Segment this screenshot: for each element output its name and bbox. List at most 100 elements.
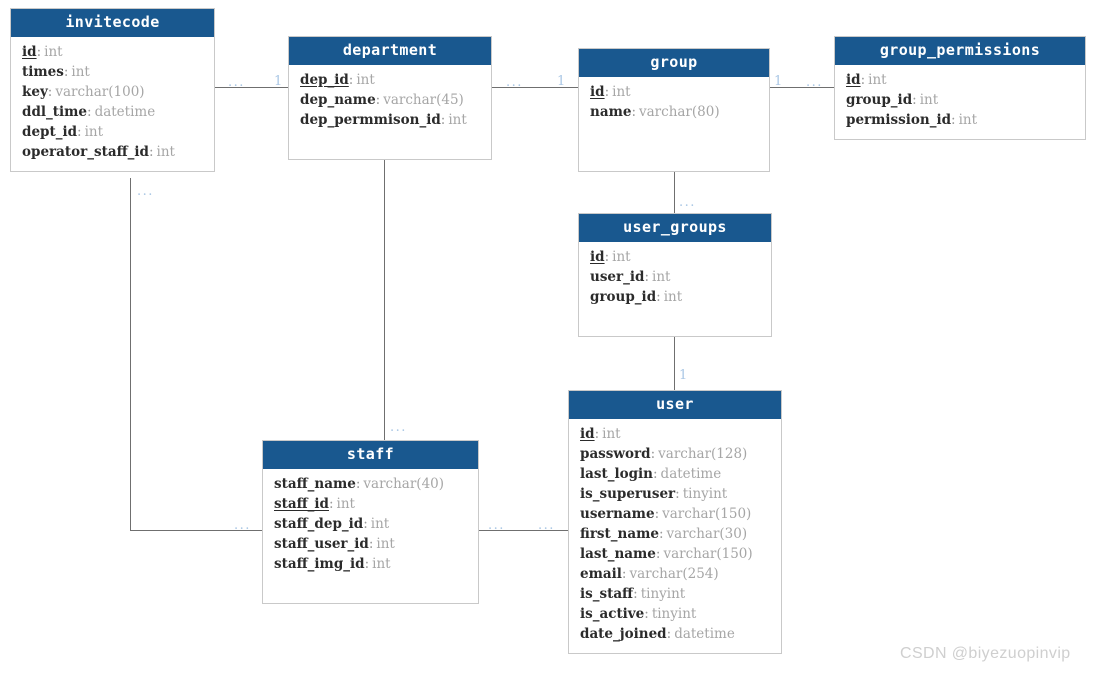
field-type: tinyint	[682, 485, 728, 502]
field-row: user_id:int	[579, 267, 771, 287]
connector-user-groups-user	[674, 313, 676, 391]
field-spacer	[579, 122, 769, 142]
field-colon: :	[675, 485, 680, 502]
field-name: times	[22, 63, 64, 80]
field-colon: :	[77, 123, 82, 140]
field-type: varchar(100)	[55, 83, 145, 100]
connector-group-user-groups	[674, 136, 676, 218]
field-name: username	[580, 505, 655, 522]
field-type: datetime	[674, 625, 735, 642]
field-colon: :	[364, 555, 370, 572]
field-colon: :	[594, 425, 600, 442]
field-name: key	[22, 83, 48, 100]
field-row: password:varchar(128)	[569, 444, 781, 464]
field-row: times:int	[11, 62, 214, 82]
field-colon: :	[652, 465, 658, 482]
cardinality-group-usergroups-many: ...	[679, 195, 696, 210]
entity-staff[interactable]: staff staff_name:varchar(40) staff_id:in…	[262, 440, 479, 604]
field-name: is_staff	[580, 585, 634, 602]
field-type: tinyint	[651, 605, 697, 622]
entity-department[interactable]: department dep_id:int dep_name:varchar(4…	[288, 36, 492, 160]
field-type: int	[612, 248, 631, 265]
field-colon: :	[375, 91, 381, 108]
field-colon: :	[644, 605, 649, 622]
field-row: last_login:datetime	[569, 464, 781, 484]
field-colon: :	[148, 143, 154, 160]
field-type: int	[370, 515, 390, 532]
field-type: datetime	[94, 103, 156, 120]
field-type: varchar(150)	[663, 545, 753, 562]
field-name: date_joined	[580, 625, 667, 642]
entity-title-department: department	[289, 37, 491, 65]
cardinality-department-group-many: ...	[506, 75, 523, 90]
connector-department-staff	[384, 136, 386, 440]
entity-title-user: user	[569, 391, 781, 419]
field-name: staff_img_id	[274, 555, 365, 572]
field-type: datetime	[660, 465, 722, 482]
watermark: CSDN @biyezuopinvip	[900, 645, 1071, 662]
connector-group-group-permissions	[768, 87, 834, 89]
field-row: id:int	[579, 247, 771, 267]
entity-group[interactable]: group id:int name:varchar(80)	[578, 48, 770, 172]
connector-staff-user	[478, 530, 570, 532]
field-spacer	[289, 130, 491, 150]
cardinality-invitecode-department-one: 1	[274, 74, 284, 89]
field-type: int	[448, 111, 467, 128]
field-row: operator_staff_id:int	[11, 142, 214, 162]
field-row: permission_id:int	[835, 110, 1085, 130]
field-name: id	[846, 71, 861, 88]
entity-user[interactable]: user id:int password:varchar(128) last_l…	[568, 390, 782, 654]
field-colon: :	[644, 268, 649, 285]
field-name: dep_id	[300, 71, 349, 88]
field-name: staff_id	[274, 495, 329, 512]
field-name: group_id	[846, 91, 913, 108]
field-name: id	[590, 248, 605, 265]
field-name: dep_permmison_id	[300, 111, 441, 128]
field-type: int	[372, 555, 391, 572]
field-name: id	[22, 43, 37, 60]
entity-invitecode[interactable]: invitecode id:int times:int key:varchar(…	[10, 8, 215, 172]
field-row: date_joined:datetime	[569, 624, 781, 644]
entity-user-groups[interactable]: user_groups id:int user_id:int group_id:…	[578, 213, 772, 337]
field-colon: :	[656, 288, 661, 305]
field-name: operator_staff_id	[22, 143, 149, 160]
entity-fields-user-groups: id:int user_id:int group_id:int	[579, 242, 771, 336]
field-row: group_id:int	[835, 90, 1085, 110]
field-type: varchar(45)	[383, 91, 464, 108]
cardinality-group-grouppermissions-one: 1	[774, 74, 784, 89]
field-name: staff_name	[274, 475, 356, 492]
field-name: staff_dep_id	[274, 515, 364, 532]
field-row: id:int	[11, 42, 214, 62]
cardinality-group-grouppermissions-many: ...	[806, 75, 823, 90]
field-type: varchar(128)	[658, 445, 748, 462]
entity-group-permissions[interactable]: group_permissions id:int group_id:int pe…	[834, 36, 1086, 140]
connector-invitecode-staff-horizontal	[130, 530, 264, 532]
field-type: int	[156, 143, 175, 160]
field-name: dept_id	[22, 123, 78, 140]
field-colon: :	[655, 545, 661, 562]
field-spacer	[263, 574, 478, 594]
field-name: is_active	[580, 605, 645, 622]
field-name: is_superuser	[580, 485, 676, 502]
field-type: int	[868, 71, 887, 88]
field-type: int	[356, 71, 375, 88]
field-row: staff_user_id:int	[263, 534, 478, 554]
field-row: staff_dep_id:int	[263, 514, 478, 534]
field-colon: :	[951, 111, 956, 128]
cardinality-department-group-one: 1	[557, 74, 567, 89]
field-type: int	[919, 91, 939, 108]
field-type: int	[663, 288, 683, 305]
field-colon: :	[631, 103, 636, 120]
field-row: id:int	[569, 424, 781, 444]
field-row: staff_name:varchar(40)	[263, 474, 478, 494]
field-name: last_login	[580, 465, 653, 482]
field-colon: :	[604, 248, 610, 265]
field-colon: :	[348, 71, 354, 88]
field-type: int	[84, 123, 104, 140]
field-row: dep_id:int	[289, 70, 491, 90]
field-colon: :	[912, 91, 917, 108]
field-name: email	[580, 565, 622, 582]
field-row: ddl_time:datetime	[11, 102, 214, 122]
field-type: varchar(40)	[363, 475, 445, 492]
